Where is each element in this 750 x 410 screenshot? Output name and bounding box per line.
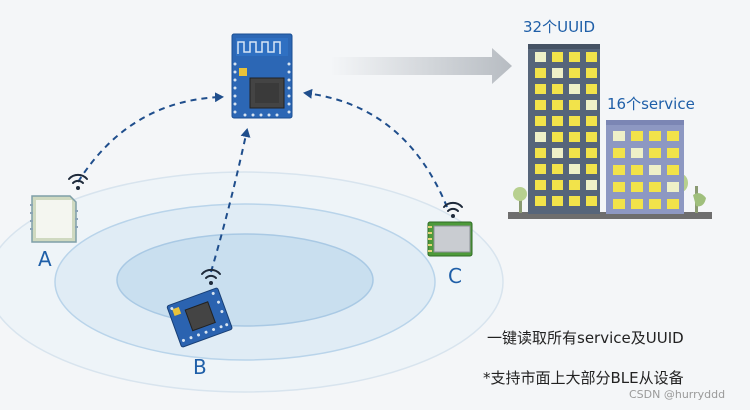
device-c-label: C: [448, 264, 462, 288]
device-b-module: [166, 287, 233, 348]
wifi-icon: [201, 268, 221, 285]
tall-building: [528, 44, 600, 214]
wifi-icon: [68, 173, 88, 190]
wifi-icon: [443, 201, 463, 218]
connection-arrows: [77, 88, 448, 273]
caption-read-all: 一键读取所有service及UUID: [487, 329, 684, 347]
hub-ble-module: [231, 33, 293, 119]
device-a-label: A: [38, 247, 52, 271]
signal-range-rings: [0, 171, 504, 393]
ground: [508, 212, 712, 219]
csdn-watermark: CSDN @hurryddd: [629, 388, 726, 401]
arrow-c-to-hub: [303, 88, 448, 208]
caption-compatibility: *支持市面上大部分BLE从设备: [483, 369, 684, 387]
short-building: [606, 120, 684, 214]
arrow-a-to-hub: [77, 92, 224, 183]
device-c-module: [427, 221, 473, 257]
transfer-arrow: [330, 48, 512, 84]
short-building-label: 16个service: [607, 95, 695, 113]
device-b-label: B: [193, 355, 207, 379]
device-a-module: [30, 195, 78, 243]
tall-building-label: 32个UUID: [523, 18, 596, 36]
